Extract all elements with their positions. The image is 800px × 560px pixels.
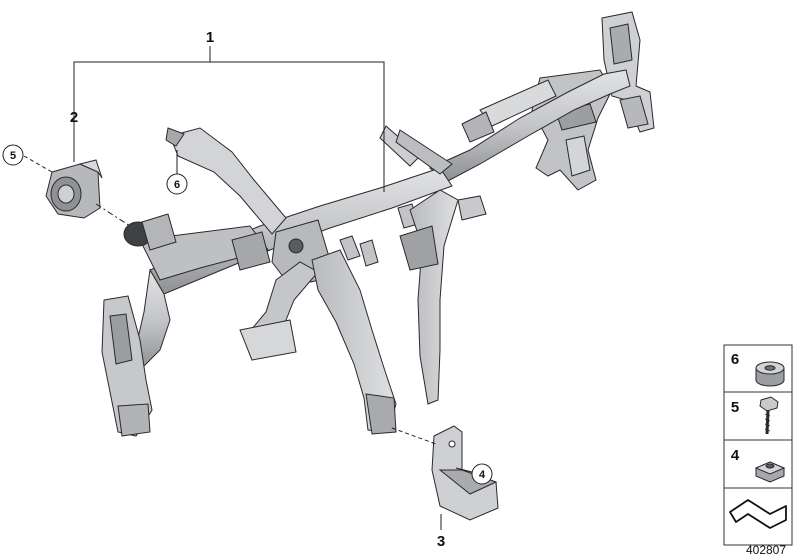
legend-item-4: 4 (731, 447, 786, 483)
legend-number-5: 5 (731, 399, 739, 416)
legend-number-6: 6 (731, 351, 739, 368)
part-2-bearing-bracket (45, 159, 103, 219)
hex-nut-icon (754, 461, 786, 483)
legend-item-5: 5 (731, 396, 779, 435)
cross-car-beam (101, 11, 655, 437)
callout-5: 5 (10, 150, 16, 162)
part-3-floor-bracket (431, 425, 499, 521)
legend-item-6: 6 (731, 351, 785, 387)
callout-1-bracket (73, 61, 385, 192)
upper-right-tube (429, 69, 631, 183)
callout-6: 6 (174, 179, 180, 191)
steering-bushing (123, 213, 177, 251)
callout-5-circle: 5 (2, 144, 24, 166)
left-upper-arm (169, 127, 287, 235)
callout-6-circle: 6 (166, 173, 188, 195)
callout-4-circle: 4 (471, 463, 493, 485)
spacer-ring-icon (755, 361, 785, 387)
right-floor-brace (409, 189, 459, 405)
callout-1: 1 (206, 29, 214, 46)
legend-number-4: 4 (731, 447, 740, 464)
document-number: 402807 (746, 543, 786, 557)
assembly-symbol-icon (729, 499, 787, 529)
callout-4: 4 (479, 469, 486, 481)
hex-screw-icon (759, 396, 779, 435)
parts-legend: 6 5 4 (723, 344, 793, 546)
callout-2: 2 (70, 109, 78, 126)
callout-3: 3 (437, 533, 445, 550)
leader-lines (23, 46, 473, 530)
